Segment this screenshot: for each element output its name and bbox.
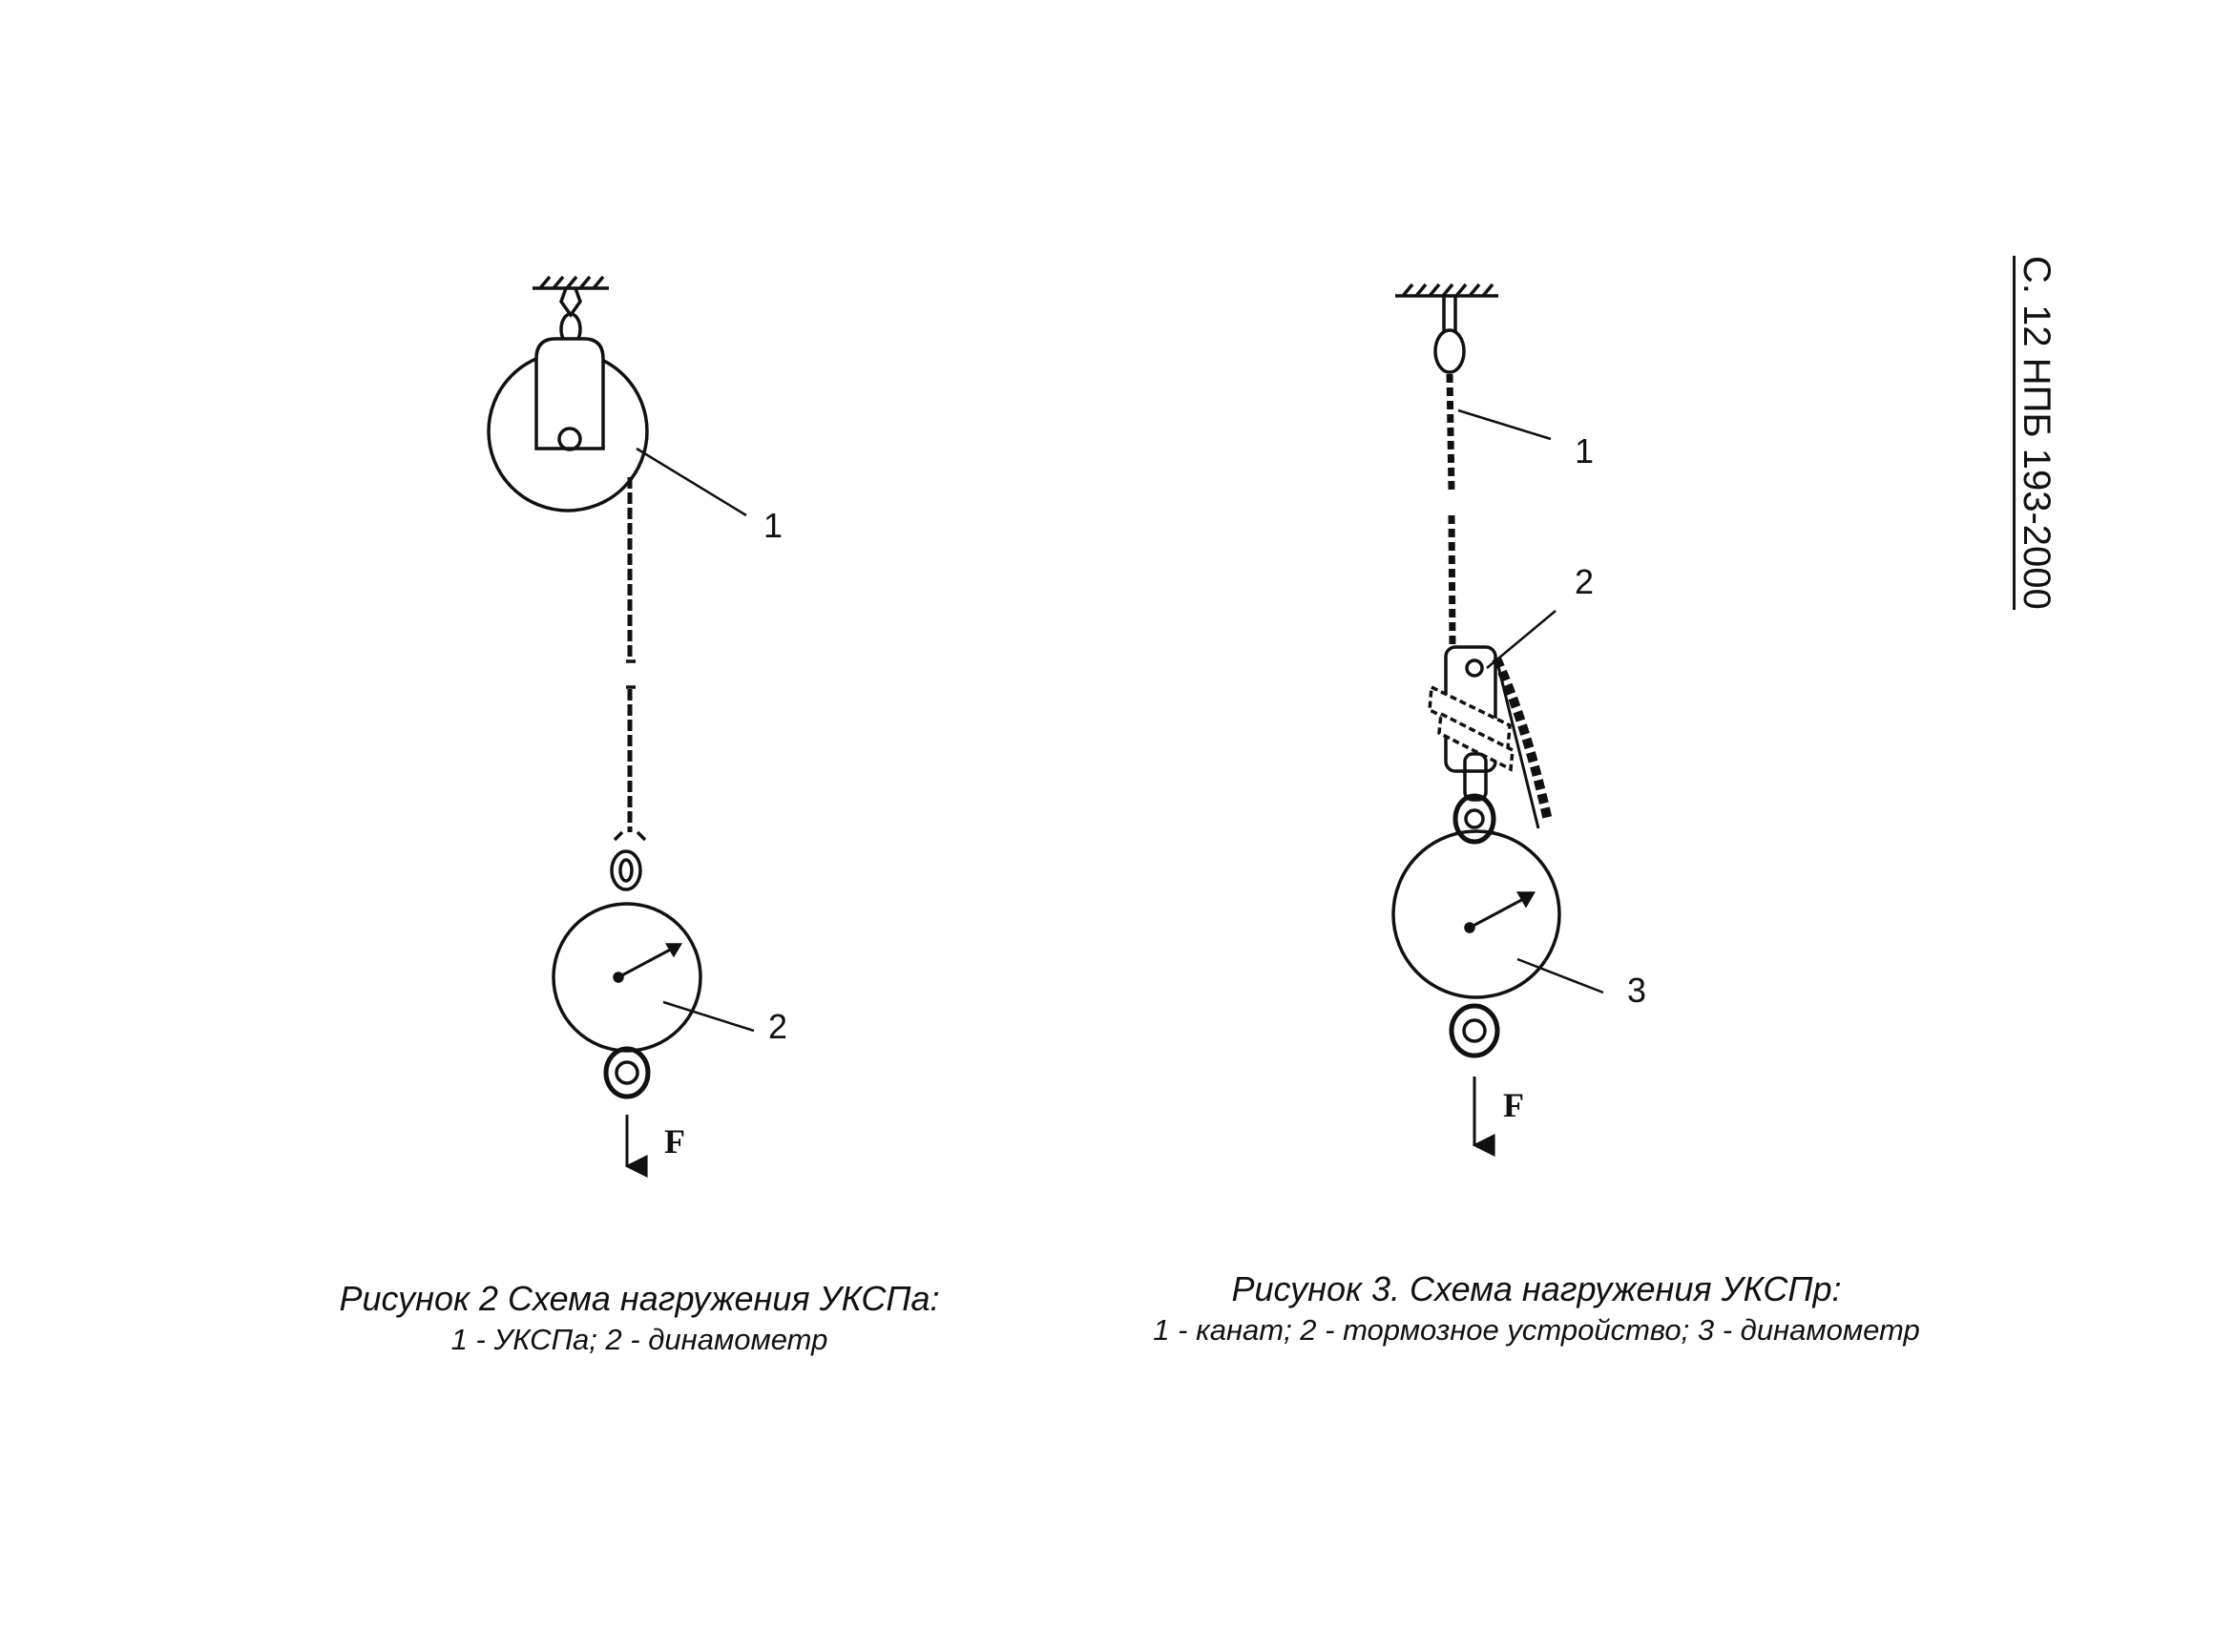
fig3-callout-1: 1 (1575, 431, 1594, 471)
figure2-diagram (487, 275, 755, 1178)
leader-line-fig2-1 (636, 447, 747, 517)
figure3-diagram (1391, 282, 1604, 1157)
braking-device (1428, 645, 1553, 829)
fig2-force-label: F (664, 1122, 685, 1161)
cable-fig2 (613, 477, 647, 842)
rope-fig3 (1446, 373, 1456, 650)
ceiling-mount-fig2 (533, 275, 609, 346)
ceiling-mount-fig3 (1395, 282, 1498, 374)
leader-line-fig3-3 (1516, 957, 1604, 994)
leader-line-fig3-2 (1486, 610, 1557, 669)
fig3-callout-2: 2 (1575, 562, 1594, 601)
figure2-caption-legend: 1 - УКСПа; 2 - динамометр (450, 1323, 828, 1356)
dynamometer-fig3 (1391, 793, 1561, 1058)
leader-line-fig2-2 (662, 1000, 755, 1033)
fig3-force-label: F (1503, 1086, 1524, 1124)
fig3-callout-3: 3 (1627, 971, 1646, 1010)
fig2-callout-2: 2 (768, 1007, 787, 1046)
fig2-callout-1: 1 (763, 506, 783, 545)
figure3-caption-legend: 1 - канат; 2 - тормозное устройство; 3 -… (1153, 1313, 1920, 1347)
figure2-caption-title: Рисунок 2 Схема нагружения УКСПа: (339, 1279, 940, 1318)
pulley-block (487, 337, 649, 512)
figure3-caption: Рисунок 3. Схема нагружения УКСПр: 1 - к… (1097, 1269, 1975, 1348)
figure2-caption: Рисунок 2 Схема нагружения УКСПа: 1 - УК… (296, 1279, 983, 1357)
figure3-caption-title: Рисунок 3. Схема нагружения УКСПр: (1231, 1269, 1842, 1308)
page-header-text: С. 12 НПБ 193-2000 (2013, 256, 2058, 610)
page-header: С. 12 НПБ 193-2000 (2013, 256, 2058, 657)
dynamometer-fig2 (552, 849, 702, 1099)
leader-line-fig3-1 (1457, 408, 1552, 441)
